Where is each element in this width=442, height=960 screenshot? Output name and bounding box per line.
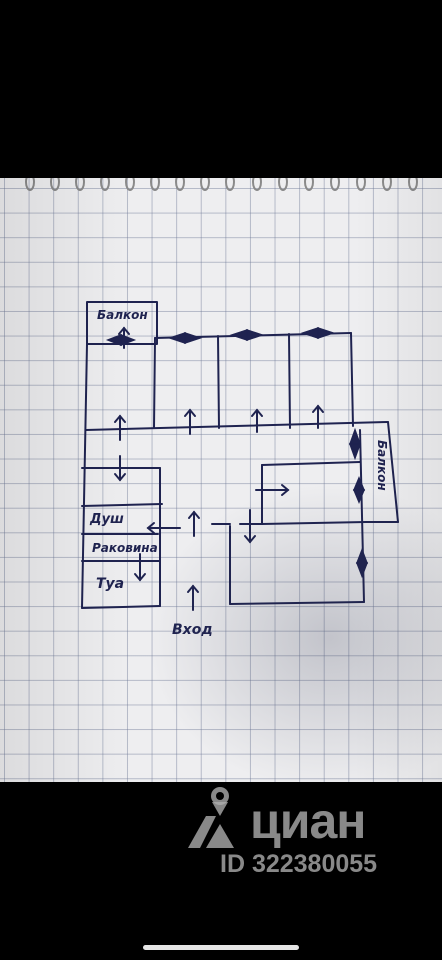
- entrance-label: Вход: [172, 622, 213, 638]
- spiral-ring-icon: [330, 178, 340, 191]
- spiral-ring-icon: [75, 178, 85, 191]
- hand-drawn-plan: Балкон Балкон Душ Раковина Туа Вход: [81, 301, 399, 638]
- window-symbol-icon: [348, 427, 362, 461]
- arrow-icon: [251, 408, 263, 433]
- arrow-icon: [255, 484, 290, 496]
- spiral-ring-icon: [252, 178, 262, 191]
- sinks-label: Раковина: [92, 541, 158, 555]
- window-symbol-icon: [352, 476, 366, 504]
- arrow-icon: [114, 414, 126, 441]
- spiral-ring-icon: [100, 178, 110, 191]
- arrow-icon: [114, 455, 126, 482]
- main-wall: [85, 421, 389, 431]
- spiral-ring-icon: [125, 178, 135, 191]
- spiral-ring-icon: [175, 178, 185, 191]
- spiral-ring-icon: [200, 178, 210, 191]
- shower-label: Душ: [89, 512, 124, 527]
- arrow-icon: [188, 510, 200, 537]
- arrow-icon: [118, 326, 130, 349]
- notebook-spiral: [25, 178, 418, 191]
- home-indicator[interactable]: [143, 945, 299, 950]
- spiral-ring-icon: [278, 178, 288, 191]
- toilet-label: Туа: [96, 576, 124, 592]
- arrow-icon: [187, 584, 199, 611]
- listing-id: ID 322380055: [220, 850, 378, 878]
- window-symbol-icon: [355, 547, 369, 579]
- balcony-right-label: Балкон: [375, 440, 389, 491]
- cian-watermark: циан ID 322380055: [186, 786, 426, 886]
- floor-plan-photo: Балкон Балкон Душ Раковина Туа Вход: [0, 178, 442, 782]
- window-symbol-icon: [167, 331, 203, 345]
- spiral-ring-icon: [382, 178, 392, 191]
- cian-brand-text: циан: [250, 793, 366, 849]
- spiral-ring-icon: [50, 178, 60, 191]
- window-symbol-icon: [229, 328, 265, 342]
- spiral-ring-icon: [356, 178, 366, 191]
- spiral-ring-icon: [225, 178, 235, 191]
- spiral-ring-icon: [25, 178, 35, 191]
- balcony-top-label: Балкон: [97, 308, 148, 322]
- spiral-ring-icon: [304, 178, 314, 191]
- spiral-ring-icon: [150, 178, 160, 191]
- cian-logo-icon: [188, 787, 234, 848]
- arrow-icon: [312, 404, 324, 429]
- arrow-icon: [184, 408, 196, 435]
- spiral-ring-icon: [408, 178, 418, 191]
- window-symbol-icon: [300, 326, 336, 340]
- arrow-icon: [146, 522, 181, 534]
- arrow-icon: [134, 553, 146, 582]
- left-wall: [81, 343, 88, 609]
- arrow-icon: [244, 509, 256, 544]
